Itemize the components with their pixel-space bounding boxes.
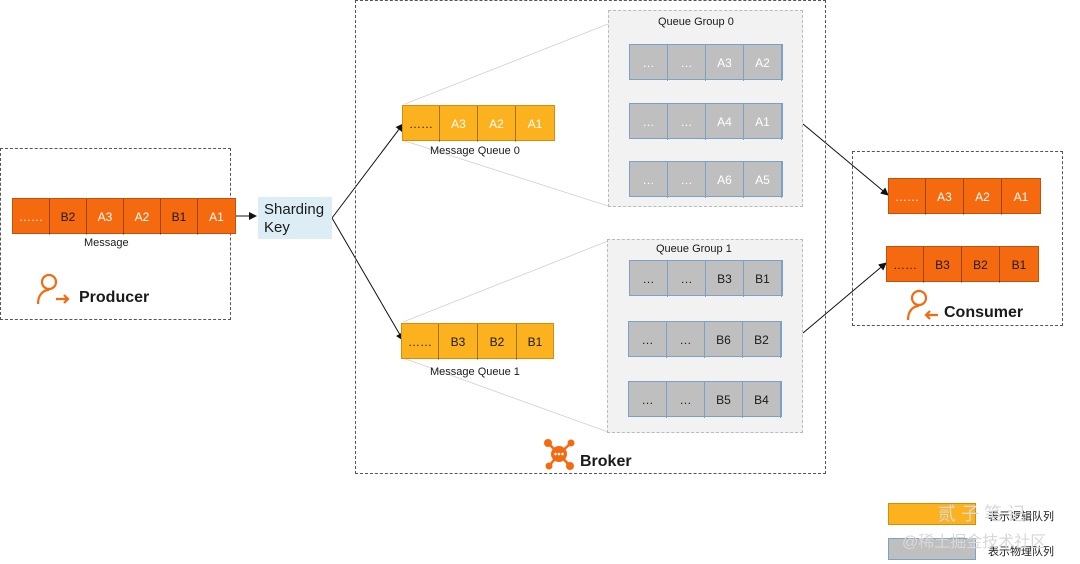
producer-icon [36, 273, 70, 305]
queue-cell: …… [13, 199, 50, 235]
queue-cell: A3 [926, 179, 964, 215]
queue-cell: … [629, 382, 667, 418]
queue-cell: A2 [964, 179, 1002, 215]
queue-cell: … [668, 162, 706, 198]
fan-line-g1-top [402, 240, 609, 323]
legend-physical-text: 表示物理队列 [988, 546, 1054, 558]
queue-cell: B3 [924, 247, 962, 283]
queue-cell: B3 [706, 261, 744, 297]
queue-group-1-label: Queue Group 1 [656, 243, 732, 255]
broker-title: Broker [580, 453, 632, 470]
message-queue-1: …… B3 B2 B1 [401, 323, 554, 360]
queue-cell: … [668, 261, 706, 297]
physical-queue: … … A4 A1 [629, 103, 783, 140]
physical-queue: … … A6 A5 [629, 161, 783, 198]
queue-cell: … [667, 322, 705, 358]
legend-logical-swatch [888, 503, 976, 525]
queue-cell: B5 [705, 382, 743, 418]
queue-cell: A4 [706, 104, 744, 140]
queue-cell: … [630, 261, 668, 297]
physical-queue: … … B3 B1 [629, 260, 783, 297]
queue-cell: A1 [527, 117, 543, 131]
queue-cell: B1 [1011, 258, 1027, 272]
queue-cell: …… [889, 179, 926, 215]
queue-cell: … [630, 162, 668, 198]
consumer-queue-1: …… B3 B2 B1 [886, 246, 1039, 283]
queue-cell: … [667, 382, 705, 418]
queue-cell: B1 [161, 199, 198, 235]
queue-cell: B4 [743, 382, 781, 418]
fan-line-g1-bottom [402, 357, 609, 433]
queue-cell: B2 [743, 322, 781, 358]
queue-cell: A2 [744, 45, 782, 81]
queue-cell: A1 [209, 210, 224, 224]
queue-cell: … [630, 104, 668, 140]
message-queue-0: …… A3 A2 A1 [402, 105, 555, 142]
arrow-sharding-to-mq1 [331, 217, 404, 341]
queue-cell: B1 [744, 261, 782, 297]
queue-cell: A6 [706, 162, 744, 198]
message-queue-1-label: Message Queue 1 [430, 366, 520, 378]
queue-cell: A3 [87, 199, 124, 235]
queue-cell: A5 [744, 162, 782, 198]
broker-icon [544, 439, 575, 470]
queue-cell: B2 [50, 199, 87, 235]
queue-cell: A2 [478, 106, 516, 142]
consumer-title: Consumer [944, 304, 1024, 321]
watermark-line1: 贰 子 笔 记 [938, 504, 1026, 524]
queue-cell: B6 [705, 322, 743, 358]
queue-cell: …… [887, 247, 924, 283]
physical-queue: … … B6 B2 [628, 321, 782, 358]
queue-cell: … [629, 322, 667, 358]
queue-cell: … [668, 104, 706, 140]
arrow-group0-to-consumer [802, 123, 889, 196]
queue-cell: B2 [478, 324, 517, 360]
arrow-sharding-to-mq0 [331, 123, 404, 219]
physical-queue: … … B5 B4 [628, 381, 782, 418]
queue-cell: A2 [124, 199, 161, 235]
queue-cell: …… [402, 324, 439, 360]
sharding-key-box: Sharding Key [258, 197, 332, 239]
watermark-line2: @稀土掘金技术社区 [902, 534, 1047, 551]
queue-cell: A3 [706, 45, 744, 81]
queue-cell: A3 [440, 106, 478, 142]
consumer-queue-0: …… A3 A2 A1 [888, 178, 1041, 215]
queue-cell: B1 [527, 335, 543, 349]
fan-line-g0-top [404, 23, 609, 105]
queue-cell: …… [403, 106, 440, 142]
legend-logical-text: 表示逻辑队列 [988, 511, 1054, 523]
consumer-box [852, 151, 1063, 326]
fan-line-g0-bottom [404, 140, 609, 207]
queue-group-0-label: Queue Group 0 [658, 16, 734, 28]
producer-title: Producer [79, 289, 150, 306]
message-queue: …… B2 A3 A2 B1 A1 [12, 198, 236, 235]
sharding-key-line1: Sharding [264, 201, 325, 218]
message-queue-0-label: Message Queue 0 [430, 145, 520, 157]
queue-cell: A1 [744, 104, 782, 140]
queue-cell: … [630, 45, 668, 81]
broker-box [355, 0, 826, 474]
consumer-icon [906, 289, 938, 321]
queue-cell: B3 [439, 324, 478, 360]
message-label: Message [84, 237, 129, 249]
legend-physical-swatch [888, 538, 976, 560]
producer-box [0, 148, 231, 320]
arrow-group1-to-consumer [802, 262, 887, 334]
physical-queue: … … A3 A2 [629, 44, 783, 81]
queue-cell: A1 [1013, 190, 1029, 204]
queue-cell: … [668, 45, 706, 81]
sharding-key-line2: Key [264, 219, 290, 236]
queue-cell: B2 [962, 247, 1000, 283]
